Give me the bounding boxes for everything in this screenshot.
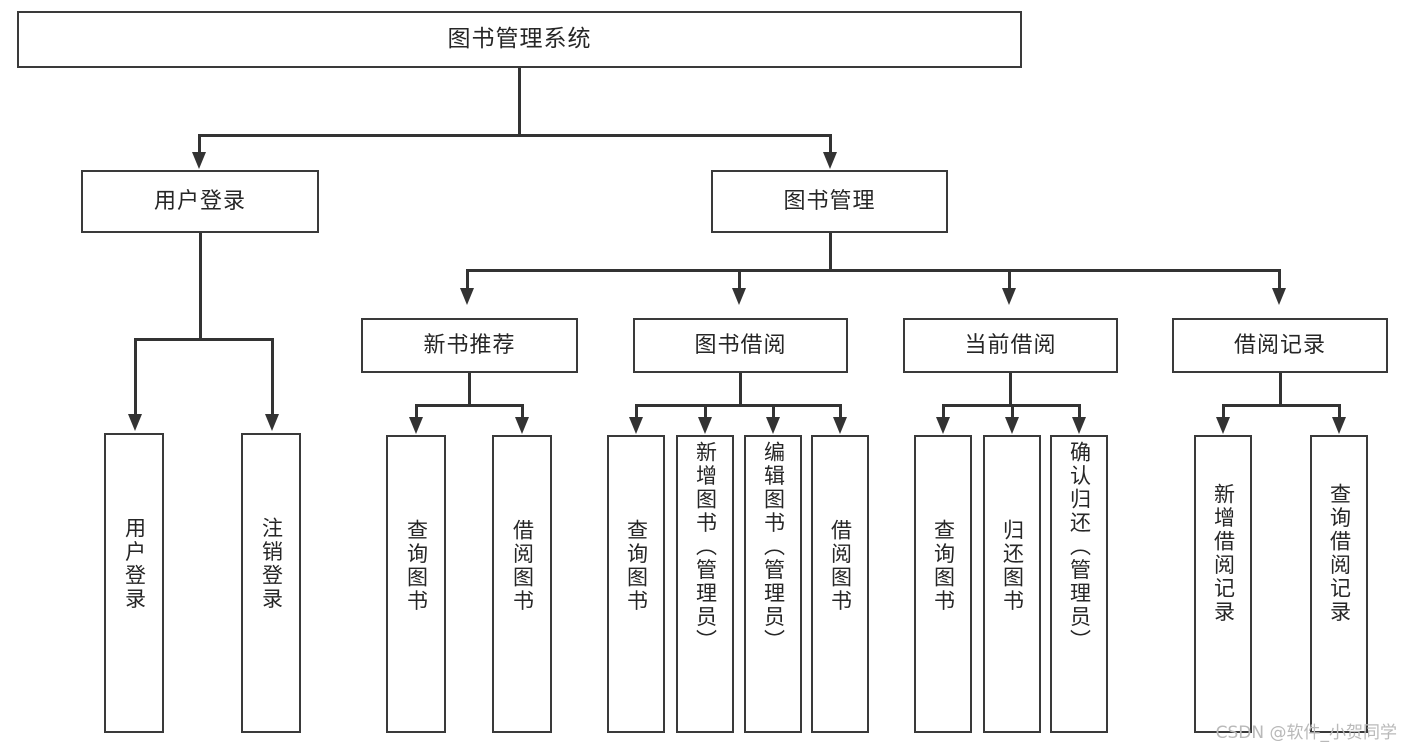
arrowhead-nbr-leaf-1 bbox=[409, 417, 423, 434]
connector-bm-drop-1 bbox=[466, 269, 469, 291]
connector-bb-drop-4 bbox=[839, 404, 842, 420]
connector-bb-drop-1 bbox=[635, 404, 638, 420]
node-label: 新增图书（管理员） bbox=[693, 441, 718, 653]
leaf-nbr-query-book[interactable]: 查询图书 bbox=[386, 435, 446, 733]
node-label: 查询借阅记录 bbox=[1327, 483, 1352, 624]
node-label: 查询图书 bbox=[931, 519, 956, 613]
leaf-nbr-borrow-book[interactable]: 借阅图书 bbox=[492, 435, 552, 733]
connector-br-bus bbox=[1222, 404, 1340, 407]
connector-book-management-bus bbox=[466, 269, 1280, 272]
leaf-bb-add-book-admin[interactable]: 新增图书（管理员） bbox=[676, 435, 734, 733]
node-label: 借阅记录 bbox=[1233, 332, 1326, 358]
node-label: 查询图书 bbox=[404, 519, 429, 613]
node-label: 用户登录 bbox=[122, 517, 147, 611]
node-book-management[interactable]: 图书管理 bbox=[711, 170, 948, 233]
arrowhead-to-user-login bbox=[192, 152, 206, 169]
connector-root-to-user-login bbox=[198, 134, 201, 154]
leaf-br-query-record[interactable]: 查询借阅记录 bbox=[1310, 435, 1368, 733]
connector-user-login-drop-2 bbox=[271, 338, 274, 418]
node-user-login[interactable]: 用户登录 bbox=[81, 170, 319, 233]
connector-br-stem bbox=[1279, 373, 1282, 406]
connector-nbr-drop-2 bbox=[521, 404, 524, 420]
connector-bm-drop-4 bbox=[1278, 269, 1281, 291]
arrowhead-bb-leaf-3 bbox=[766, 417, 780, 434]
arrowhead-nbr-leaf-2 bbox=[515, 417, 529, 434]
node-label: 图书管理 bbox=[783, 188, 876, 214]
leaf-bb-borrow-book[interactable]: 借阅图书 bbox=[811, 435, 869, 733]
node-label: 归还图书 bbox=[1000, 519, 1025, 613]
connector-bb-drop-2 bbox=[704, 404, 707, 420]
arrowhead-new-book-recommend bbox=[460, 288, 474, 305]
arrowhead-current-borrow bbox=[1002, 288, 1016, 305]
connector-bb-drop-3 bbox=[772, 404, 775, 420]
connector-nbr-drop-1 bbox=[415, 404, 418, 420]
connector-cb-stem bbox=[1009, 373, 1012, 406]
node-label: 用户登录 bbox=[153, 188, 246, 214]
connector-bb-stem bbox=[739, 373, 742, 406]
node-borrow-records[interactable]: 借阅记录 bbox=[1172, 318, 1388, 373]
node-label: 借阅图书 bbox=[828, 519, 853, 613]
node-current-borrow[interactable]: 当前借阅 bbox=[903, 318, 1118, 373]
connector-cb-drop-2 bbox=[1011, 404, 1014, 420]
connector-br-drop-2 bbox=[1338, 404, 1341, 420]
arrowhead-cb-leaf-1 bbox=[936, 417, 950, 434]
leaf-bb-edit-book-admin[interactable]: 编辑图书（管理员） bbox=[744, 435, 802, 733]
connector-nbr-bus bbox=[415, 404, 523, 407]
node-label: 当前借阅 bbox=[964, 332, 1057, 358]
node-new-book-recommend[interactable]: 新书推荐 bbox=[361, 318, 578, 373]
leaf-user-login-login[interactable]: 用户登录 bbox=[104, 433, 164, 733]
connector-bm-drop-3 bbox=[1008, 269, 1011, 291]
connector-cb-drop-1 bbox=[942, 404, 945, 420]
connector-user-login-stem bbox=[199, 233, 202, 340]
node-label: 图书管理系统 bbox=[447, 25, 592, 52]
node-book-borrow[interactable]: 图书借阅 bbox=[633, 318, 848, 373]
arrowhead-book-borrow bbox=[732, 288, 746, 305]
arrowhead-to-book-management bbox=[823, 152, 837, 169]
node-label: 新书推荐 bbox=[423, 332, 516, 358]
connector-nbr-stem bbox=[468, 373, 471, 406]
node-root-book-management-system[interactable]: 图书管理系统 bbox=[17, 11, 1022, 68]
arrowhead-user-login-leaf-2 bbox=[265, 414, 279, 431]
leaf-bb-query-book[interactable]: 查询图书 bbox=[607, 435, 665, 733]
leaf-cb-query-book[interactable]: 查询图书 bbox=[914, 435, 972, 733]
connector-root-bus bbox=[198, 134, 832, 137]
connector-root-to-book-management bbox=[829, 134, 832, 154]
arrowhead-bb-leaf-4 bbox=[833, 417, 847, 434]
leaf-user-login-logout[interactable]: 注销登录 bbox=[241, 433, 301, 733]
connector-book-management-stem bbox=[829, 233, 832, 271]
arrowhead-user-login-leaf-1 bbox=[128, 414, 142, 431]
arrowhead-cb-leaf-2 bbox=[1005, 417, 1019, 434]
arrowhead-bb-leaf-2 bbox=[698, 417, 712, 434]
arrowhead-borrow-records bbox=[1272, 288, 1286, 305]
node-label: 编辑图书（管理员） bbox=[761, 441, 786, 653]
arrowhead-br-leaf-1 bbox=[1216, 417, 1230, 434]
connector-bm-drop-2 bbox=[738, 269, 741, 291]
connector-br-drop-1 bbox=[1222, 404, 1225, 420]
connector-root-stem bbox=[518, 68, 521, 135]
node-label: 查询图书 bbox=[624, 519, 649, 613]
connector-user-login-bus bbox=[134, 338, 273, 341]
connector-user-login-drop-1 bbox=[134, 338, 137, 418]
node-label: 借阅图书 bbox=[510, 519, 535, 613]
csdn-watermark: CSDN @软件_小贺同学 bbox=[1215, 723, 1397, 743]
node-label: 新增借阅记录 bbox=[1211, 483, 1236, 624]
arrowhead-br-leaf-2 bbox=[1332, 417, 1346, 434]
arrowhead-bb-leaf-1 bbox=[629, 417, 643, 434]
connector-bb-bus bbox=[635, 404, 841, 407]
arrowhead-cb-leaf-3 bbox=[1072, 417, 1086, 434]
node-label: 确认归还（管理员） bbox=[1067, 441, 1092, 653]
node-label: 图书借阅 bbox=[694, 332, 787, 358]
leaf-cb-return-book[interactable]: 归还图书 bbox=[983, 435, 1041, 733]
leaf-cb-confirm-return-admin[interactable]: 确认归还（管理员） bbox=[1050, 435, 1108, 733]
leaf-br-add-record[interactable]: 新增借阅记录 bbox=[1194, 435, 1252, 733]
node-label: 注销登录 bbox=[259, 517, 284, 611]
connector-cb-drop-3 bbox=[1078, 404, 1081, 420]
